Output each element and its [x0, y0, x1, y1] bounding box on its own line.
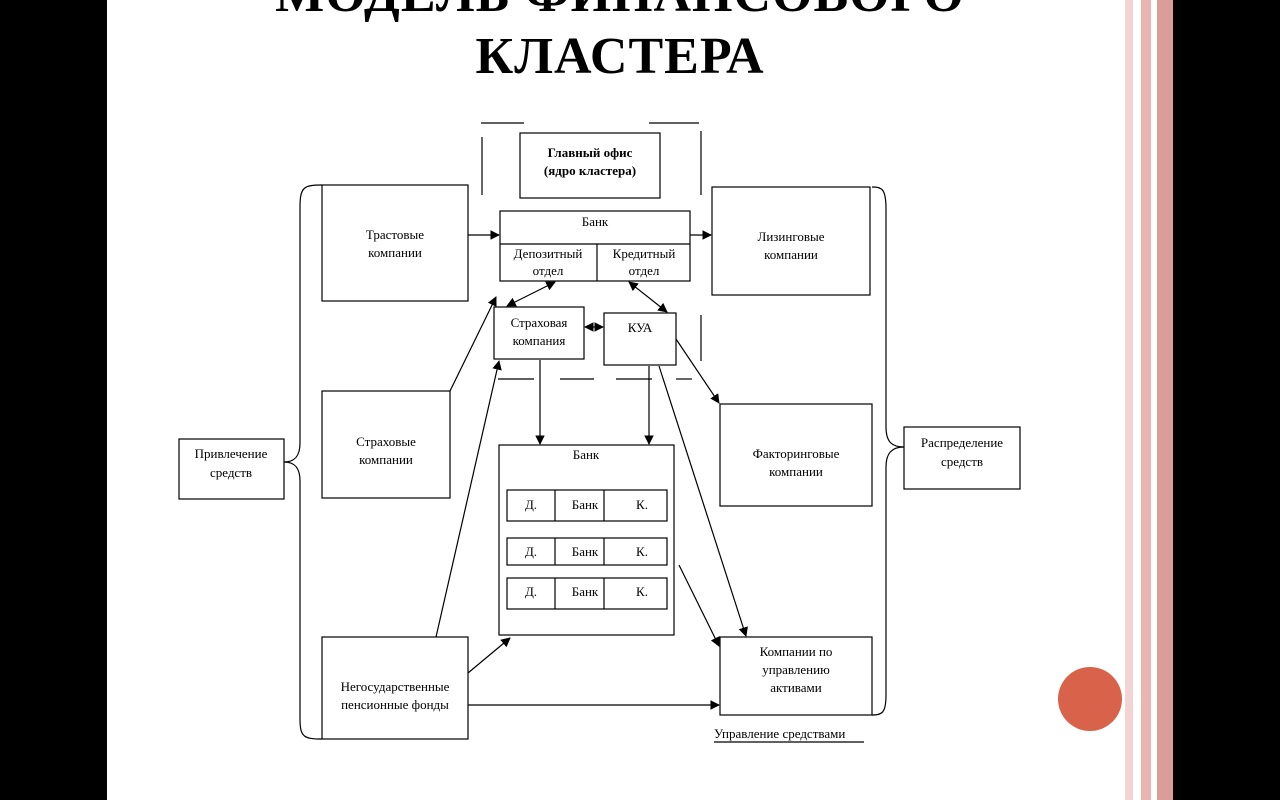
bank-row-credit: К. — [636, 544, 648, 559]
leasing-line: компании — [764, 247, 818, 262]
kua-label: КУА — [628, 320, 653, 335]
bank-row-credit: К. — [636, 584, 648, 599]
bank-row — [506, 489, 668, 522]
cluster-diagram: Главный офис (ядро кластера) Банк Депози… — [174, 117, 1024, 760]
attraction-box — [178, 438, 285, 500]
connector-lines — [435, 230, 748, 710]
arrow-pension-to-insurance — [435, 360, 502, 638]
arrow-kua-to-factoring — [675, 338, 720, 404]
credit-dept-line: Кредитный — [613, 246, 676, 261]
insurance-company-line: компания — [513, 333, 566, 348]
bank-core-label: Банк — [582, 214, 609, 229]
insurance-company-box — [493, 306, 585, 360]
insurance-company-line: Страховая — [511, 315, 568, 330]
funds-management-label: Управление средствами — [714, 726, 845, 741]
right-brace — [871, 186, 905, 716]
factoring-line: Факторинговые — [753, 446, 840, 461]
bank-row — [506, 537, 668, 566]
bank-row-debit: Д. — [525, 544, 537, 559]
bank-row-debit: Д. — [525, 497, 537, 512]
deposit-dept-line: Депозитный — [514, 246, 583, 261]
asset-mgmt-line: активами — [770, 680, 822, 695]
left-brace — [283, 184, 323, 740]
attraction-line: Привлечение — [195, 446, 268, 461]
distribution-box — [903, 426, 1021, 490]
bank-group-box — [498, 444, 675, 636]
credit-dept-line: отдел — [629, 263, 660, 278]
bank-row-bank: Банк — [572, 497, 599, 512]
insurance-companies-box — [321, 390, 451, 499]
deposit-dept-line: отдел — [533, 263, 564, 278]
distribution-line: Распределение — [921, 435, 1003, 450]
leasing-line: Лизинговые — [758, 229, 825, 244]
bank-row — [506, 577, 668, 610]
bank-row-bank: Банк — [572, 544, 599, 559]
leasing-companies-box — [711, 186, 871, 296]
diagram-background — [174, 117, 1024, 760]
border-stripe — [1133, 0, 1141, 800]
border-stripe — [1125, 0, 1133, 800]
head-office-line: Главный офис — [548, 145, 633, 160]
distribution-line: средств — [941, 454, 983, 469]
asset-mgmt-line: управлению — [762, 662, 830, 677]
border-stripe — [1157, 0, 1173, 800]
accent-circle — [1058, 667, 1122, 731]
arrow-deposit-insurance — [506, 281, 556, 307]
insurance-companies-line: компании — [359, 452, 413, 467]
border-stripe — [1151, 0, 1157, 800]
arrow-pension-to-bank — [467, 637, 511, 674]
attraction-line: средств — [210, 465, 252, 480]
asset-mgmt-line: Компании по — [760, 644, 833, 659]
trust-companies-box — [321, 184, 469, 302]
bank-row-credit: К. — [636, 497, 648, 512]
bank-group-label: Банк — [573, 447, 600, 462]
title-line-2: КЛАСТЕРА — [475, 28, 765, 85]
arrow-bank-to-asset-mgmt — [678, 564, 720, 647]
trust-line: Трастовые — [366, 227, 424, 242]
title-line-1: МОДЕЛЬ ФИНАНСОВОГО — [107, 0, 1133, 26]
arrow-credit-kua — [628, 281, 668, 313]
bank-core-box — [499, 210, 691, 282]
bank-row-bank: Банк — [572, 584, 599, 599]
arrow-kua-to-asset-mgmt — [658, 365, 748, 637]
head-office-box: Главный офис (ядро кластера) — [519, 132, 661, 199]
insurance-companies-line: Страховые — [356, 434, 416, 449]
slide-title: МОДЕЛЬ ФИНАНСОВОГО КЛАСТЕРА — [107, 0, 1133, 88]
factoring-line: компании — [769, 464, 823, 479]
pension-line: Негосударственные — [341, 679, 450, 694]
pension-line: пенсионные фонды — [341, 697, 449, 712]
pension-funds-box — [321, 636, 469, 740]
bank-row-debit: Д. — [525, 584, 537, 599]
core-boundary — [481, 122, 702, 380]
factoring-companies-box — [719, 403, 873, 507]
head-office-line: (ядро кластера) — [544, 163, 636, 178]
asset-management-box — [719, 636, 873, 716]
trust-line: компании — [368, 245, 422, 260]
arrow-insurance-companies-to-core — [449, 296, 497, 392]
border-stripe — [1141, 0, 1151, 800]
